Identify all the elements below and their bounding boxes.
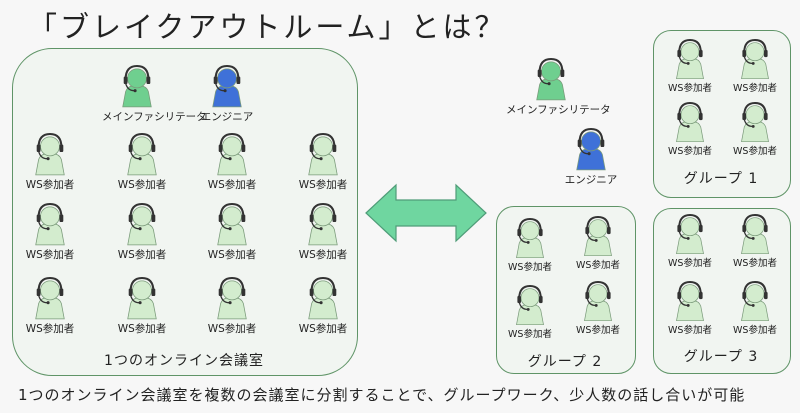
headset-person-icon (107, 200, 177, 246)
headset-person-icon (288, 200, 358, 246)
engineer-main: エンジニア (192, 62, 262, 124)
headset-person-icon (197, 200, 267, 246)
participant-main-8: WS参加者 (288, 200, 358, 262)
headset-person-icon (197, 130, 267, 176)
headset-person-icon (15, 274, 85, 320)
headset-person-icon (495, 283, 565, 325)
headset-person-icon (107, 130, 177, 176)
headset-person-icon (556, 125, 626, 171)
participant-main-12: WS参加者 (288, 274, 358, 336)
headset-person-icon (15, 130, 85, 176)
headset-person-icon (720, 37, 790, 79)
headset-person-icon (720, 212, 790, 254)
participant-label: WS参加者 (207, 323, 257, 335)
participant-main-1: WS参加者 (15, 130, 85, 192)
participant-main-6: WS参加者 (107, 200, 177, 262)
participant-main-11: WS参加者 (197, 274, 267, 336)
engineer-label: エンジニア (200, 111, 254, 123)
participant-g1-2: WS参加者 (720, 37, 790, 94)
headset-person-icon (655, 212, 725, 254)
participant-label: WS参加者 (25, 323, 75, 335)
participant-main-7: WS参加者 (197, 200, 267, 262)
participant-main-10: WS参加者 (107, 274, 177, 336)
participant-g2-1: WS参加者 (495, 216, 565, 273)
headset-person-icon (192, 62, 262, 108)
headset-person-icon (107, 274, 177, 320)
headset-person-icon (15, 200, 85, 246)
headset-person-icon (720, 100, 790, 142)
participant-g1-1: WS参加者 (655, 37, 725, 94)
footer-caption: 1つのオンライン会議室を複数の会議室に分割することで、グループワーク、少人数の話… (18, 386, 746, 404)
participant-g3-3: WS参加者 (655, 279, 725, 336)
engineer-label: エンジニア (564, 174, 618, 186)
headset-person-icon (563, 214, 633, 256)
participant-label: WS参加者 (508, 329, 552, 340)
double-arrow-icon (365, 183, 487, 243)
headset-person-icon (102, 62, 172, 108)
participant-main-5: WS参加者 (15, 200, 85, 262)
participant-label: WS参加者 (733, 258, 777, 269)
headset-person-icon (495, 216, 565, 258)
facilitator-right: メインファシリテータ (506, 55, 611, 117)
participant-main-3: WS参加者 (197, 130, 267, 192)
main-meeting-room (12, 48, 358, 376)
participant-label: WS参加者 (733, 83, 777, 94)
headset-person-icon (655, 37, 725, 79)
page-title: 「ブレイクアウトルーム」とは？ (28, 10, 507, 44)
participant-label: WS参加者 (508, 262, 552, 273)
participant-label: WS参加者 (298, 249, 348, 261)
facilitator-label: メインファシリテータ (506, 104, 611, 116)
headset-person-icon (288, 130, 358, 176)
engineer-right: エンジニア (556, 125, 626, 187)
participant-label: WS参加者 (668, 146, 712, 157)
headset-person-icon (288, 274, 358, 320)
group-1-room (653, 30, 791, 198)
participant-label: WS参加者 (298, 179, 348, 191)
participant-g1-4: WS参加者 (720, 100, 790, 157)
participant-label: WS参加者 (298, 323, 348, 335)
participant-g2-2: WS参加者 (563, 214, 633, 271)
participant-g2-4: WS参加者 (563, 279, 633, 336)
participant-g1-3: WS参加者 (655, 100, 725, 157)
participant-label: WS参加者 (668, 325, 712, 336)
headset-person-icon (720, 279, 790, 321)
facilitator-main: メインファシリテータ (102, 62, 207, 124)
participant-label: WS参加者 (117, 249, 167, 261)
participant-g2-3: WS参加者 (495, 283, 565, 340)
participant-label: WS参加者 (117, 179, 167, 191)
participant-label: WS参加者 (576, 325, 620, 336)
participant-main-4: WS参加者 (288, 130, 358, 192)
participant-label: WS参加者 (207, 179, 257, 191)
participant-label: WS参加者 (25, 179, 75, 191)
participant-label: WS参加者 (576, 260, 620, 271)
participant-label: WS参加者 (25, 249, 75, 261)
participant-label: WS参加者 (668, 83, 712, 94)
headset-person-icon (506, 55, 596, 101)
facilitator-label: メインファシリテータ (102, 111, 207, 123)
participant-label: WS参加者 (117, 323, 167, 335)
participant-g3-2: WS参加者 (720, 212, 790, 269)
participant-main-2: WS参加者 (107, 130, 177, 192)
participant-label: WS参加者 (668, 258, 712, 269)
participant-label: WS参加者 (733, 325, 777, 336)
participant-main-9: WS参加者 (15, 274, 85, 336)
participant-g3-1: WS参加者 (655, 212, 725, 269)
headset-person-icon (563, 279, 633, 321)
group-2-label: グループ 2 (527, 354, 603, 370)
participant-g3-4: WS参加者 (720, 279, 790, 336)
group-3-label: グループ 3 (683, 349, 759, 365)
headset-person-icon (655, 100, 725, 142)
group-1-label: グループ 1 (683, 171, 759, 187)
participant-label: WS参加者 (207, 249, 257, 261)
headset-person-icon (655, 279, 725, 321)
headset-person-icon (197, 274, 267, 320)
participant-label: WS参加者 (733, 146, 777, 157)
main-room-label: 1つのオンライン会議室 (104, 353, 264, 369)
group-3-room (653, 208, 791, 374)
